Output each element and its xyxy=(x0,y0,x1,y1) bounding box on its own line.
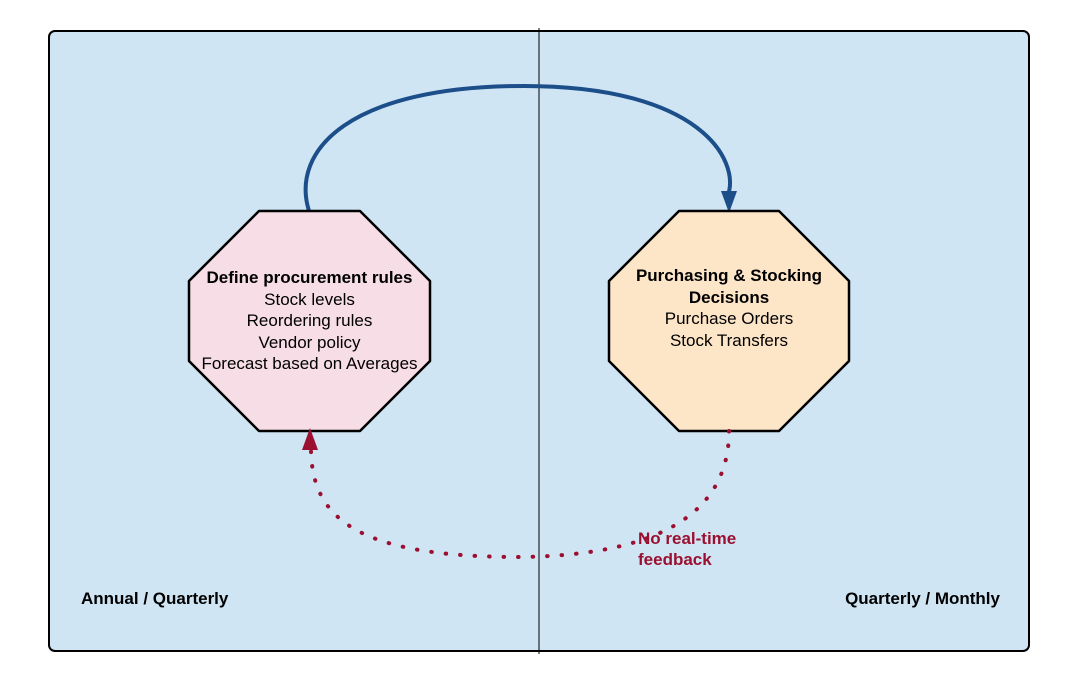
lane-label-right: Quarterly / Monthly xyxy=(845,589,1000,608)
feedback-arrow xyxy=(309,429,731,560)
right-node-line: Purchase Orders xyxy=(664,309,794,328)
left-node-text: Define procurement rules Stock levels Re… xyxy=(189,211,430,431)
left-octagon xyxy=(187,209,432,433)
left-node-title: Define procurement rules xyxy=(206,268,413,288)
feedback-arrowhead xyxy=(302,428,318,450)
lane-label-left: Annual / Quarterly xyxy=(81,589,229,608)
left-node-line: Reordering rules xyxy=(246,311,373,331)
right-node-title: Decisions xyxy=(688,287,770,307)
forward-arrowhead xyxy=(721,191,737,213)
left-node-line: Forecast based on Averages xyxy=(201,354,418,374)
forward-arrow xyxy=(303,83,732,212)
right-node-text: Purchasing & Stocking Decisions Purchase… xyxy=(609,211,849,431)
feedback-label-line: No real-time xyxy=(638,529,737,548)
right-node-line: Stock Transfers xyxy=(669,330,789,350)
left-node-line: Stock levels xyxy=(264,289,355,309)
left-node-line: Vendor policy xyxy=(258,332,361,352)
right-node-title: Purchasing & Stocking xyxy=(635,266,823,285)
feedback-label-line: feedback xyxy=(638,550,712,569)
right-octagon xyxy=(607,209,851,433)
feedback-label: No real-time feedback xyxy=(638,528,736,570)
